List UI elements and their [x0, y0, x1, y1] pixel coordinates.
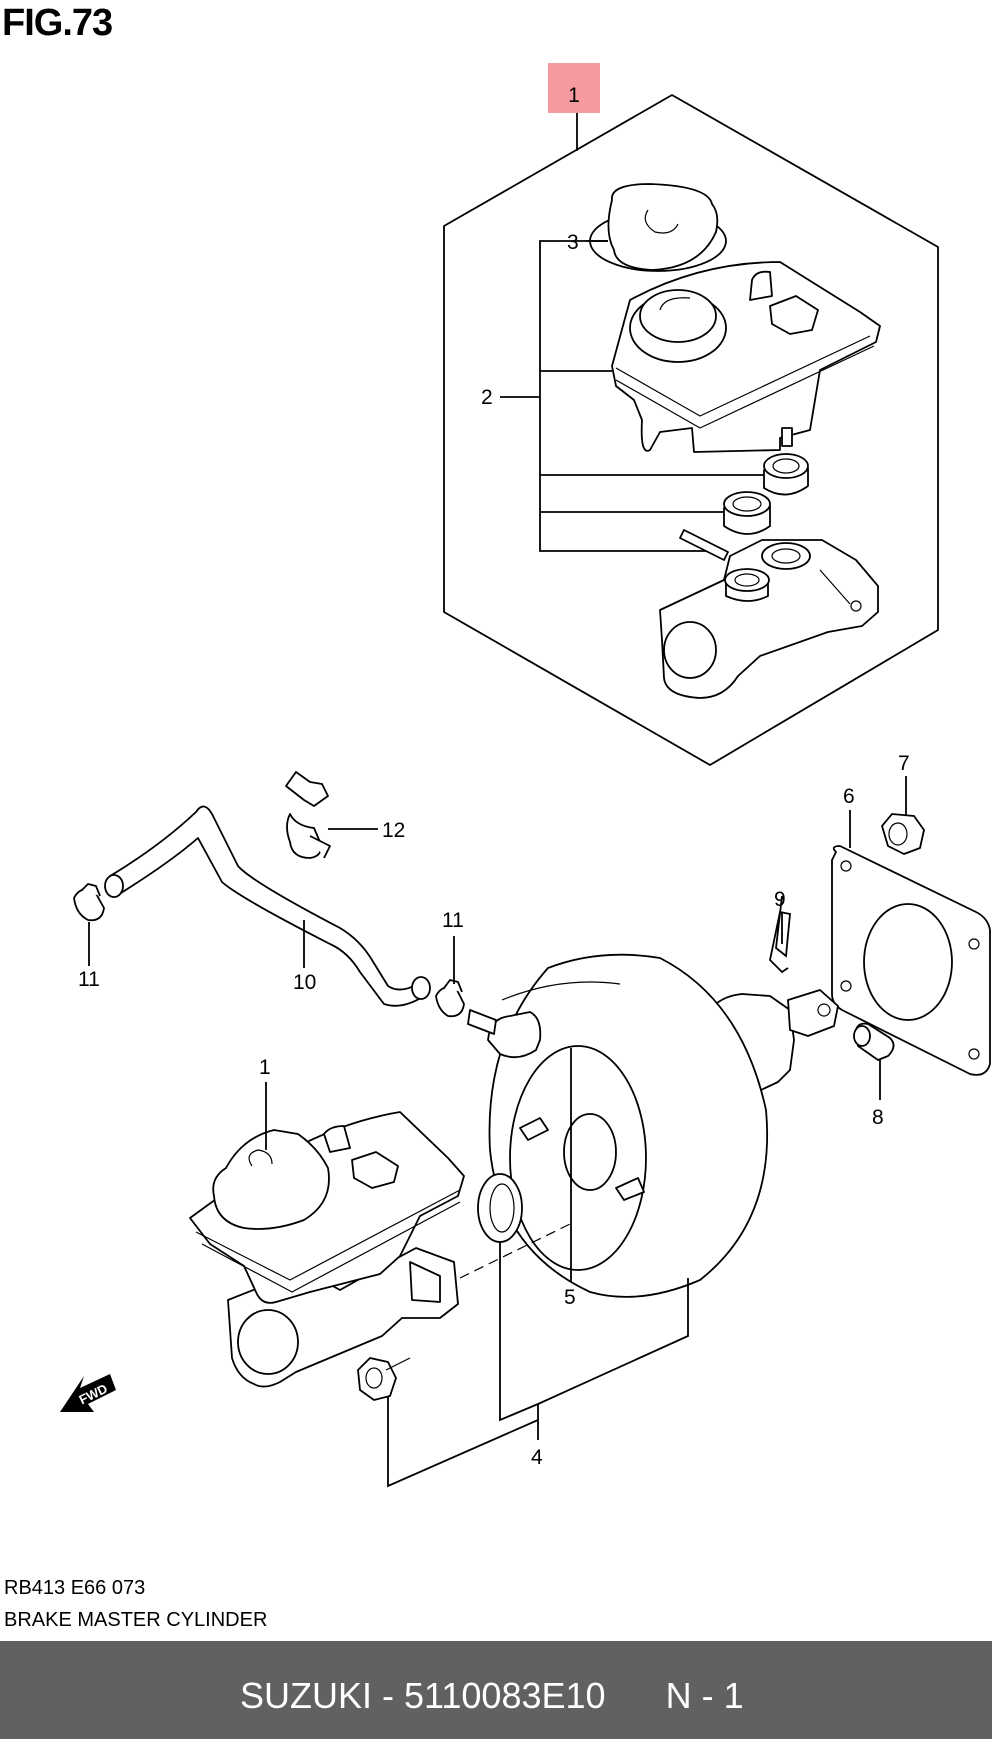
highlighted-callout-box[interactable]	[548, 63, 600, 113]
hose-clamp-left-part[interactable]	[73, 883, 105, 922]
cup-seal-upper-part[interactable]	[763, 453, 809, 496]
cylinder-body-part[interactable]	[659, 539, 879, 699]
callout-label[interactable]: 2	[481, 386, 493, 409]
footer-part-info: SUZUKI - 5110083E10 N - 1	[240, 1675, 744, 1717]
callout-label[interactable]: 6	[843, 785, 855, 808]
reservoir-cap-part[interactable]	[589, 183, 727, 272]
exploded-parts-diagram: 1 3 2	[60, 63, 991, 1488]
callout-label[interactable]: 12	[382, 819, 405, 842]
footer-brand: SUZUKI	[240, 1675, 373, 1716]
footer-part-number: 5110083E10	[404, 1675, 606, 1716]
figure-title: FIG.73	[2, 2, 113, 44]
assembly-boundary	[443, 93, 939, 767]
callout-label[interactable]: 11	[442, 909, 464, 932]
master-cylinder-assembly-part[interactable]	[189, 1111, 465, 1388]
clevis-pin-part[interactable]	[853, 1022, 895, 1061]
footer-variant: N - 1	[665, 1675, 744, 1716]
brake-booster-part[interactable]	[467, 953, 839, 1298]
callout-label[interactable]: 7	[898, 752, 910, 775]
cup-seal-lower-part[interactable]	[723, 491, 771, 535]
figure-description: BRAKE MASTER CYLINDER	[4, 1609, 268, 1631]
callout-label[interactable]: 9	[774, 888, 786, 911]
seal-ring-part[interactable]	[477, 1173, 523, 1243]
vacuum-hose-part[interactable]	[104, 805, 431, 1007]
hose-clip-part[interactable]	[285, 771, 331, 859]
callout-label[interactable]: 8	[872, 1106, 884, 1129]
callout-label[interactable]: 1	[568, 84, 580, 107]
forward-direction-arrow: FWD	[60, 1374, 116, 1412]
figure-code: RB413 E66 073	[4, 1577, 146, 1599]
footer-bar	[0, 1641, 992, 1739]
callout-label[interactable]: 5	[564, 1286, 576, 1309]
footer-separator: -	[372, 1675, 405, 1716]
callout-label[interactable]: 1	[259, 1056, 271, 1079]
hose-clamp-right-part[interactable]	[435, 979, 465, 1018]
callout-label[interactable]: 4	[531, 1446, 543, 1469]
callout-label[interactable]: 10	[293, 971, 316, 994]
retaining-pin-part[interactable]	[679, 529, 729, 561]
flange-nut-part[interactable]	[881, 813, 925, 855]
callout-label[interactable]: 3	[567, 231, 579, 254]
callout-label[interactable]: 11	[78, 968, 100, 991]
lower-flange-nut-part[interactable]	[357, 1357, 397, 1401]
gasket-part[interactable]	[831, 845, 991, 1076]
fwd-label: FWD	[77, 1381, 110, 1407]
reservoir-tank-part[interactable]	[611, 261, 881, 453]
retaining-clip-part[interactable]	[769, 895, 791, 974]
